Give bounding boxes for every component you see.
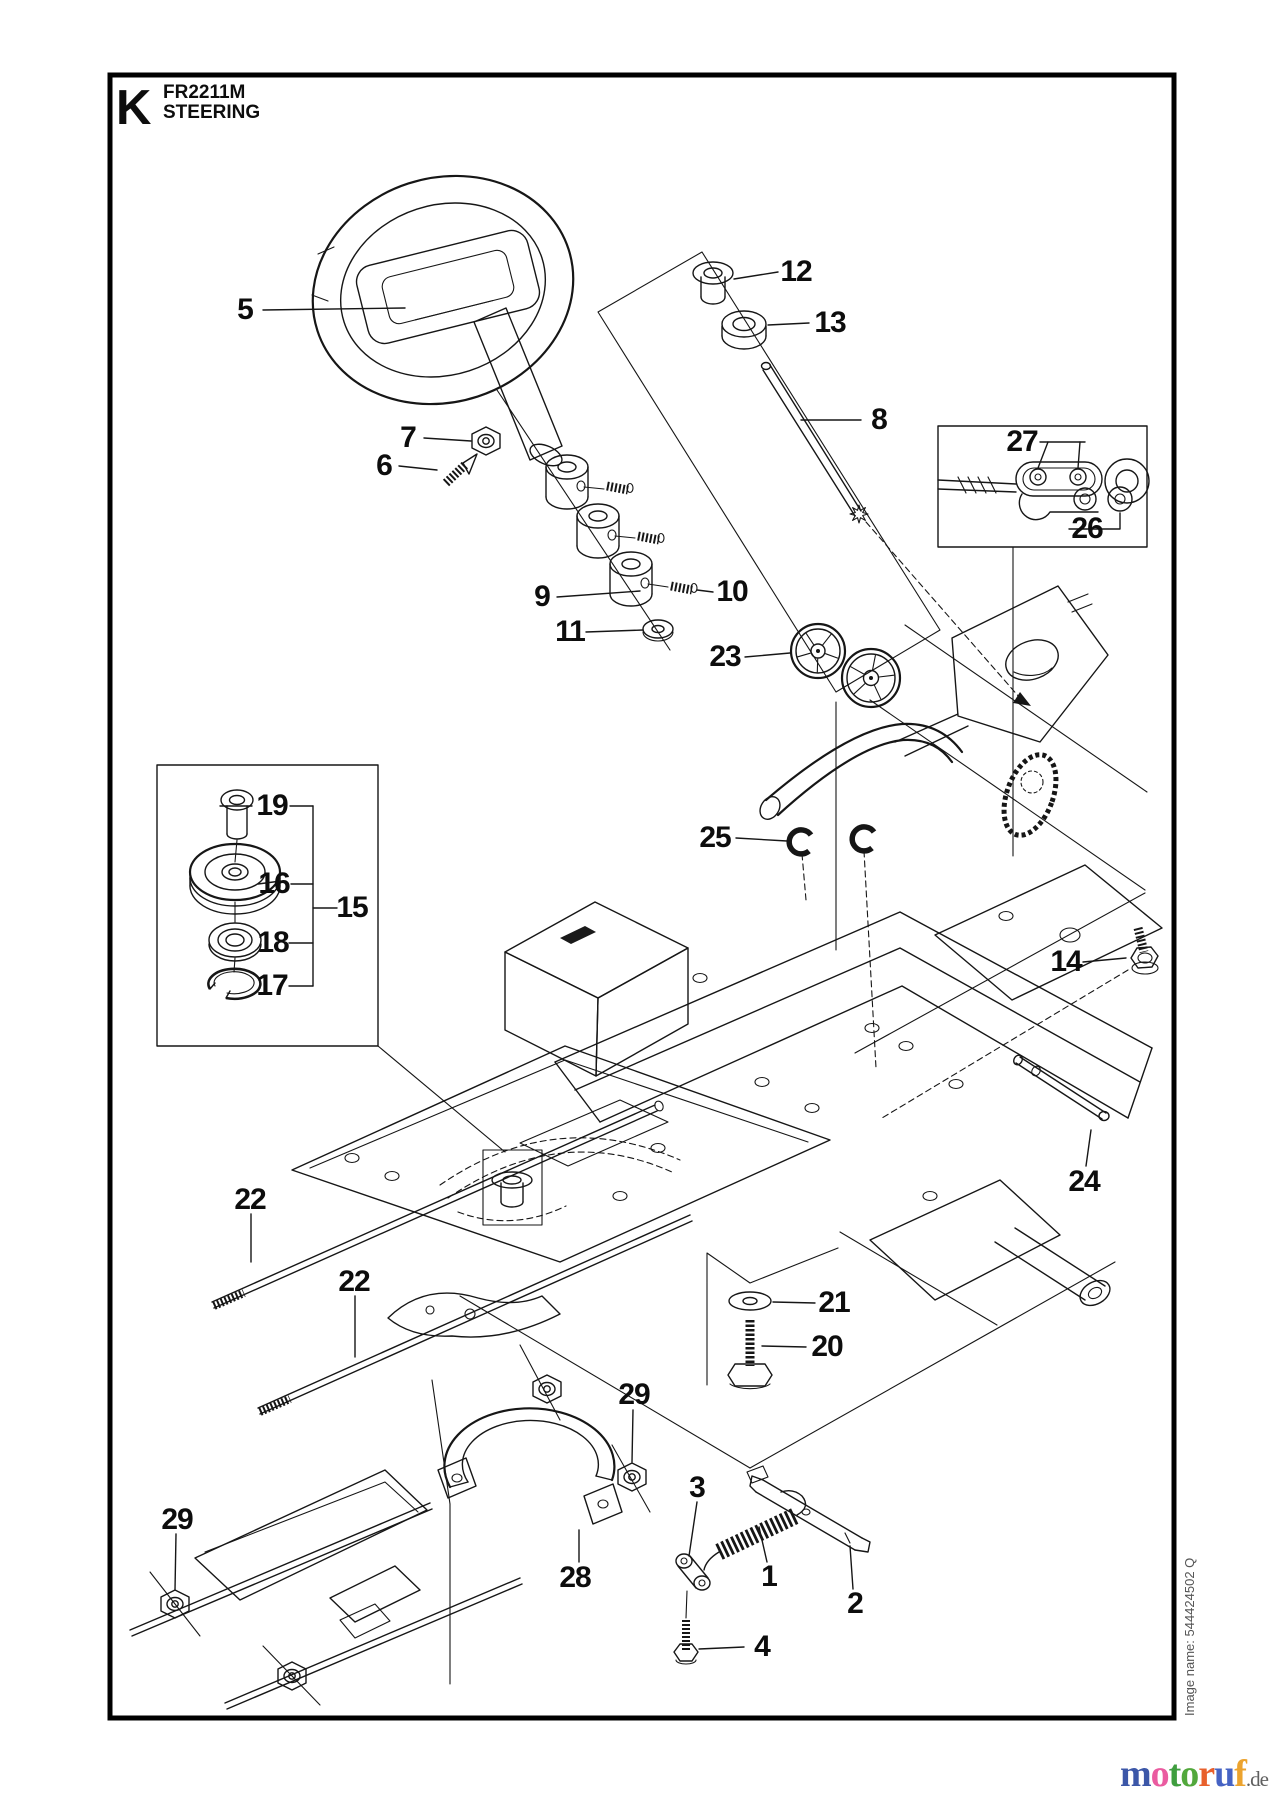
part-label: 25: [699, 821, 731, 854]
part-label: 8: [871, 403, 888, 436]
washer-21: [729, 1292, 771, 1310]
part-label: 18: [257, 926, 289, 959]
watermark-letter: r: [1198, 1753, 1215, 1795]
part-label: 11: [555, 615, 586, 648]
part-label: 10: [716, 575, 748, 608]
diagram-border: [110, 75, 1174, 1718]
part-label: 20: [811, 1330, 843, 1363]
watermark-letter: o: [1180, 1753, 1199, 1795]
nut-7: [471, 426, 501, 456]
detail-box-15: [157, 765, 505, 1152]
image-name-text: Image name: 544424502 Q: [1182, 1557, 1197, 1716]
rod-24: [1012, 1054, 1109, 1121]
panel-outline-column: [598, 252, 940, 692]
screw-6: [446, 454, 477, 483]
e-clips-25: [789, 827, 876, 1068]
part-label: 6: [376, 449, 393, 482]
shaft-couplers-9: [546, 455, 652, 606]
bushing-13: [722, 311, 766, 349]
bracket-2: [747, 1466, 870, 1552]
motoruf-logo: motoruf.de: [1119, 1752, 1269, 1796]
part-label: 3: [689, 1471, 706, 1504]
detail-box-chain: [938, 426, 1149, 856]
part-label: 29: [161, 1503, 193, 1536]
part-label: 16: [258, 867, 290, 900]
part-label: 5: [237, 293, 254, 326]
tie-rods-22: [212, 1100, 692, 1414]
part-label: 2: [847, 1587, 864, 1620]
bolt-20: [728, 1320, 772, 1389]
part-label: 24: [1068, 1165, 1100, 1198]
part-label: 4: [754, 1630, 771, 1663]
watermark-letter: o: [1150, 1753, 1170, 1795]
section-letter: K: [116, 81, 152, 135]
part-label: 1: [761, 1560, 778, 1593]
part-label: 22: [234, 1183, 266, 1216]
part-label: 17: [256, 969, 288, 1002]
part-label: 23: [709, 640, 741, 673]
nuts-29: [150, 1345, 650, 1705]
watermark-suffix: .de: [1245, 1767, 1269, 1791]
part-label: 28: [559, 1561, 591, 1594]
part-label: 9: [534, 580, 551, 613]
model-title: FR2211M: [163, 82, 246, 103]
set-screws-10: [584, 484, 697, 593]
part-label: 19: [256, 789, 288, 822]
section-title: STEERING: [163, 102, 261, 123]
part-label: 12: [780, 255, 812, 288]
clamp-28: [438, 1408, 622, 1524]
washer-11: [643, 620, 673, 641]
front-axle-subview: [130, 1470, 522, 1709]
part-label: 21: [818, 1286, 850, 1319]
part-label: 29: [618, 1378, 650, 1411]
watermark-letter: u: [1214, 1753, 1235, 1795]
part-label: 27: [1006, 425, 1038, 458]
spring-1: [704, 1491, 806, 1570]
part-label: 13: [814, 306, 846, 339]
bushing-12: [693, 262, 733, 304]
watermark-letter: f: [1234, 1753, 1247, 1795]
watermark-letter: m: [1119, 1753, 1152, 1795]
bolt-4: [674, 1620, 698, 1664]
part-label: 15: [336, 891, 368, 924]
watermark-letter: t: [1168, 1753, 1182, 1795]
part-label: 7: [400, 421, 417, 454]
part-label: 14: [1050, 945, 1082, 978]
link-3: [676, 1554, 710, 1618]
chassis-frame: [292, 586, 1162, 1684]
bolt-14: [882, 928, 1158, 1118]
part-label: 22: [338, 1265, 370, 1298]
steering-rod-8: [762, 363, 1031, 706]
part-label: 26: [1071, 512, 1103, 545]
bushing-highlight-square: [458, 1150, 566, 1225]
pulleys-23: [791, 624, 900, 950]
leader-lines: [175, 272, 1126, 1649]
steering-wheel: [283, 143, 670, 650]
